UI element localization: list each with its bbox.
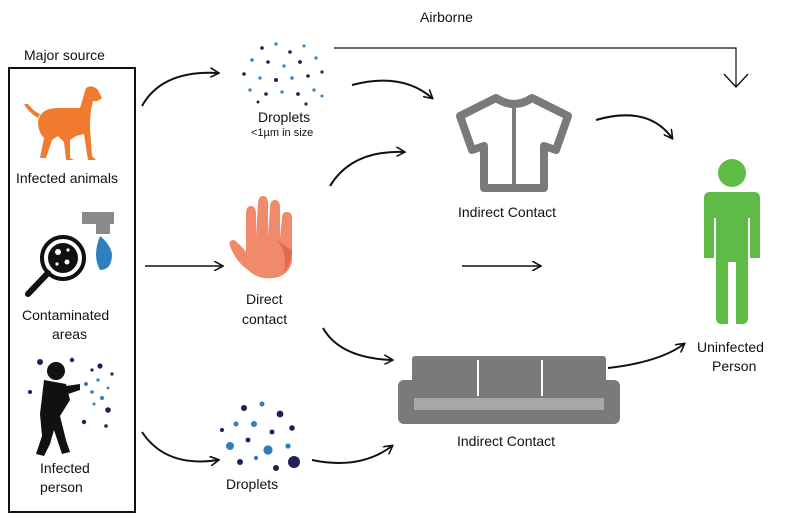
droplets-size-label: <1µm in size (251, 127, 314, 139)
arrow-sofa-to-person (607, 344, 684, 369)
indirect-contact-shirt-label: Indirect Contact (458, 204, 557, 220)
direct-contact-label-line1: Direct (246, 291, 283, 307)
shirt-icon (456, 94, 572, 192)
arrow-hand-to-sofa (322, 327, 392, 360)
airborne-label: Airborne (420, 9, 473, 25)
arrow-animals-to-droplets (141, 73, 218, 107)
coughing-person-icon (28, 357, 114, 456)
arrow-shirt-to-person (595, 114, 672, 138)
hand-icon (229, 196, 292, 279)
arrow-droplets-to-shirt (351, 79, 432, 98)
standing-person-icon (704, 159, 760, 324)
droplets-icon (242, 42, 324, 106)
uninfected-label-line1: Uninfected (697, 339, 764, 355)
droplets-top-label: Droplets (258, 109, 311, 125)
magnifier-bacteria-icon (25, 212, 114, 297)
infected-person-label-line1: Infected (40, 460, 90, 476)
arrow-droplets-to-sofa (311, 446, 392, 464)
arrow-person-to-droplets (141, 431, 218, 461)
arrow-hand-to-shirt (329, 152, 404, 187)
airborne-arrow (334, 47, 749, 89)
infected-person-label-line2: person (40, 479, 83, 495)
sofa-icon (398, 356, 620, 424)
contaminated-areas-label-line2: areas (52, 326, 88, 342)
indirect-contact-sofa-label: Indirect Contact (457, 433, 556, 449)
dog-icon (24, 86, 102, 160)
direct-contact-label-line2: contact (242, 311, 288, 327)
uninfected-label-line2: Person (712, 358, 757, 374)
major-source-box (8, 67, 136, 513)
contaminated-areas-label-line1: Contaminated (22, 307, 110, 323)
infected-animals-label: Infected animals (16, 170, 118, 186)
major-source-label: Major source (24, 47, 105, 63)
droplets-bottom-label: Droplets (226, 476, 279, 492)
droplets-icon (220, 401, 300, 471)
